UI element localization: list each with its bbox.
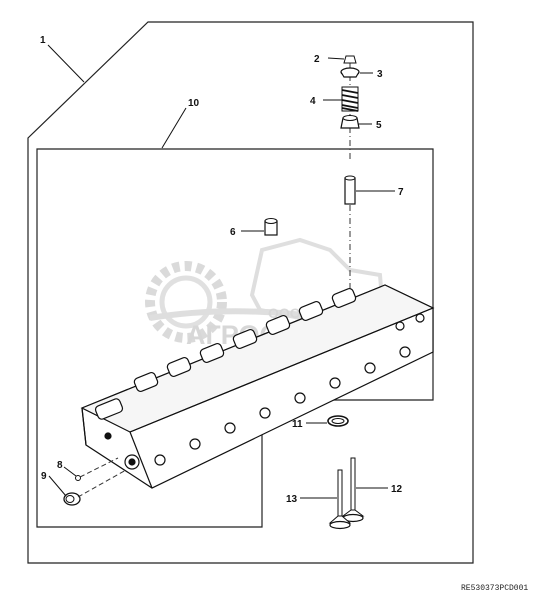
part-stem-seal-icon bbox=[340, 115, 360, 129]
outer-assembly-frame bbox=[27, 21, 474, 564]
part-collet-icon bbox=[343, 55, 357, 64]
callout-11: 11 bbox=[292, 419, 303, 430]
callout-2: 2 bbox=[314, 54, 320, 65]
watermark-gear-icon bbox=[145, 261, 227, 343]
part-pin-icon bbox=[75, 475, 81, 481]
figure-code: RE530373PCD001 bbox=[461, 584, 528, 593]
callout-10: 10 bbox=[188, 98, 200, 109]
part-valve-spring-icon bbox=[341, 86, 359, 112]
callout-7: 7 bbox=[398, 187, 404, 198]
part-valve-12-icon bbox=[341, 457, 365, 523]
callout-3: 3 bbox=[377, 69, 383, 80]
part-spring-retainer-icon bbox=[340, 67, 360, 78]
callout-13: 13 bbox=[286, 494, 298, 505]
part-seat-ring-icon bbox=[327, 415, 349, 427]
cylinder-head-icon bbox=[80, 284, 435, 489]
part-valve-guide-icon bbox=[344, 175, 356, 205]
callout-8: 8 bbox=[57, 460, 63, 471]
leader-lines bbox=[47, 44, 395, 499]
callout-6: 6 bbox=[230, 227, 236, 238]
callout-9: 9 bbox=[41, 471, 47, 482]
callout-12: 12 bbox=[391, 484, 403, 495]
part-valve-13-icon bbox=[328, 469, 352, 530]
callout-5: 5 bbox=[376, 120, 382, 131]
part-plug-icon bbox=[63, 492, 81, 506]
callout-1: 1 bbox=[40, 35, 46, 46]
watermark-prefix: ООО bbox=[268, 305, 301, 321]
part-sleeve-icon bbox=[264, 218, 278, 236]
callout-4: 4 bbox=[310, 96, 316, 107]
